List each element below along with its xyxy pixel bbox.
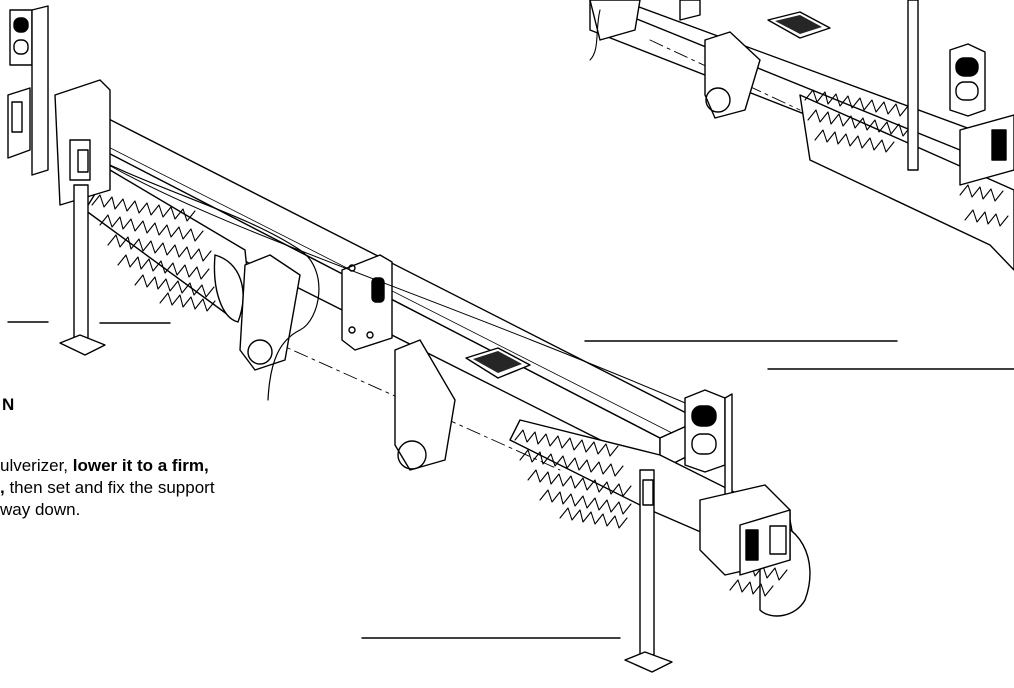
- background-cable: [589, 9, 601, 61]
- background-roller: [799, 89, 1014, 271]
- instruction-paragraph: ulverizer, lower it to a firm, , then se…: [0, 455, 360, 521]
- line3-normal: way down.: [0, 500, 81, 519]
- line2-bold: ,: [0, 478, 5, 497]
- left-light-bracket: [7, 5, 111, 206]
- decal-plate: [465, 347, 531, 379]
- background-light-bracket: [907, 0, 1014, 186]
- roller-centerline: [269, 339, 561, 471]
- line2-normal: then set and fix the support: [4, 478, 215, 497]
- background-left-end: [589, 0, 701, 41]
- section-heading: N: [2, 395, 15, 414]
- hanger-arm-center: [394, 339, 456, 471]
- line1-bold: lower it to a firm,: [72, 456, 209, 475]
- left-support-stand: [59, 149, 106, 356]
- hanger-arm-left: [239, 254, 301, 371]
- background-hanger-arm: [704, 31, 761, 119]
- right-control-box: [699, 484, 791, 576]
- line1-normal: ulverizer,: [0, 456, 73, 475]
- cable: [59, 139, 320, 401]
- center-bracket: [341, 254, 393, 351]
- right-support-stand: [624, 469, 673, 673]
- background-decal-plate: [767, 11, 831, 39]
